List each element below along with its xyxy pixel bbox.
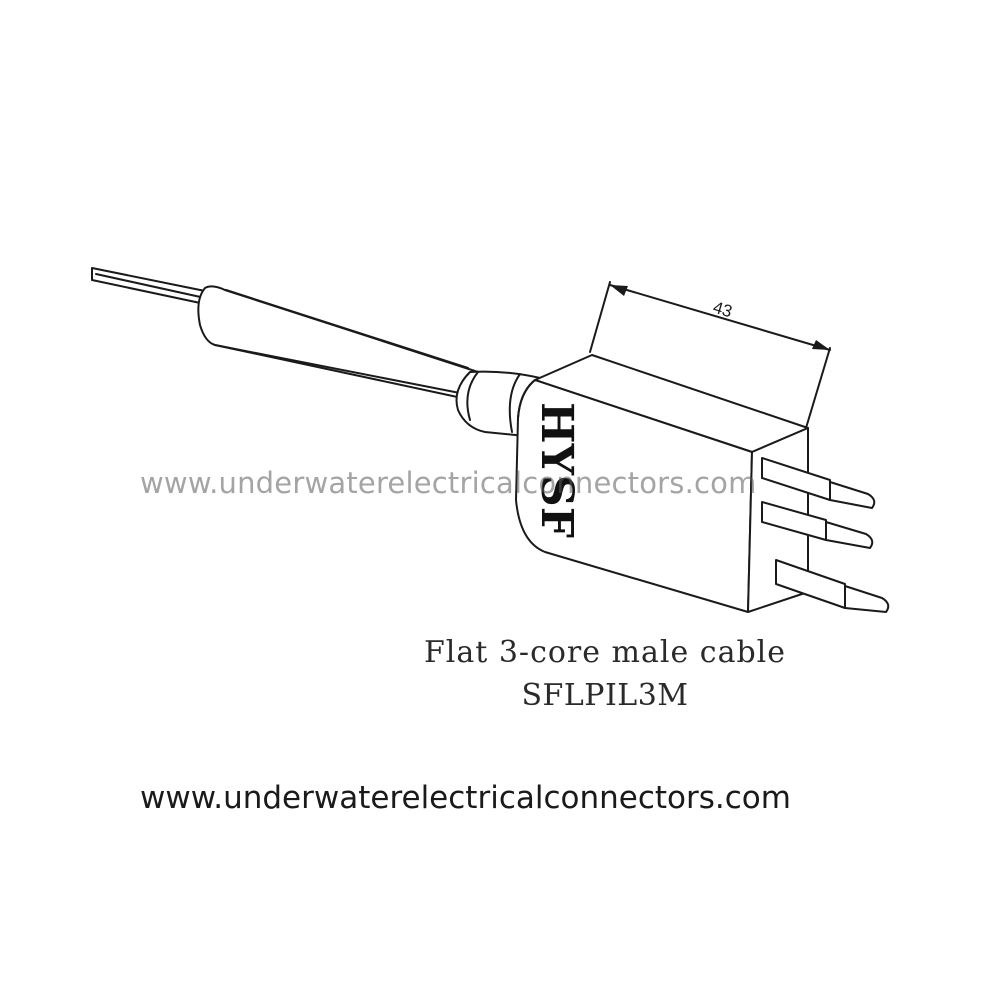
brand-mark-text: HYSF xyxy=(531,402,582,538)
watermark-bottom: www.underwaterelectricalconnectors.com xyxy=(140,780,791,816)
brand-mark: HYSF xyxy=(531,402,582,538)
dimension-label: 43 xyxy=(711,298,735,322)
pin-2 xyxy=(761,501,874,549)
caption-title: Flat 3-core male cable xyxy=(423,635,787,670)
cable-jacket xyxy=(197,285,479,399)
pin-3 xyxy=(775,559,890,613)
flat-cable-end xyxy=(91,267,211,305)
pin-1 xyxy=(761,457,876,509)
caption-model: SFLPIL3M xyxy=(521,678,689,713)
dimension-43: 43 xyxy=(589,281,831,429)
